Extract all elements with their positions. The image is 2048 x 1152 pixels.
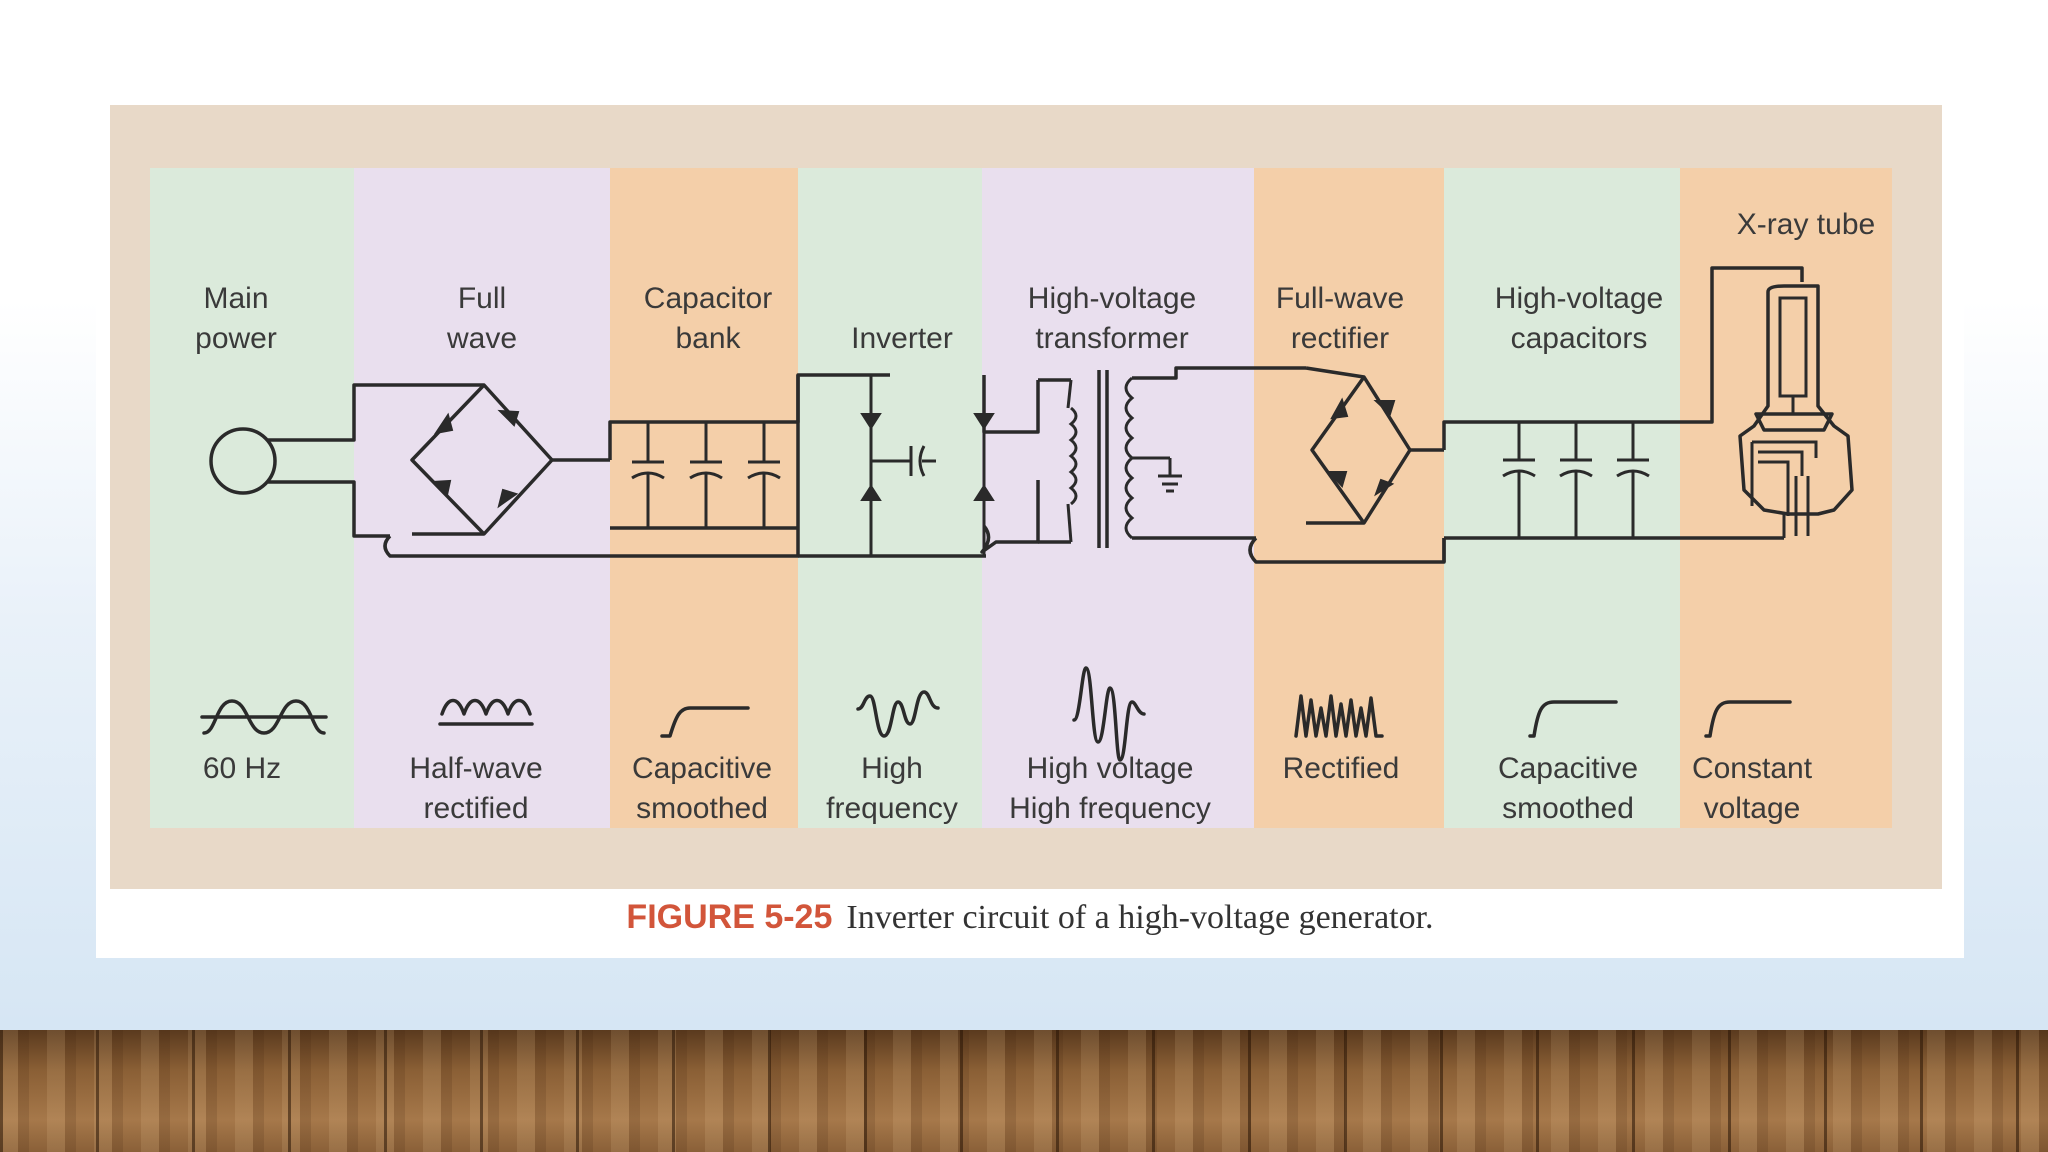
smoothed-step-icon (660, 706, 750, 738)
full-wave-bridge (383, 383, 610, 558)
stage-band-capacitor-bank (610, 168, 798, 828)
diode-icon (860, 413, 882, 430)
high-voltage-wave-icon (1072, 666, 1146, 762)
signal-label-main-power: 60 Hz (203, 752, 281, 785)
diode-icon (497, 488, 519, 509)
rectified-pulses-icon (1294, 694, 1384, 738)
stage-band-hv-transformer (982, 168, 1254, 828)
diode-icon (1373, 400, 1396, 416)
figure-caption-text: Inverter circuit of a high-voltage gener… (846, 899, 1434, 936)
wood-floor-background (0, 1030, 2048, 1152)
stage-band-inverter (798, 168, 982, 828)
smoothed-step-icon (1528, 700, 1618, 738)
transformer-symbol (1038, 366, 1306, 548)
diode-icon (497, 409, 520, 427)
diode-icon (430, 479, 452, 497)
stage-band-full-wave (354, 168, 610, 828)
ac-source-symbol (209, 383, 390, 538)
stage-title-xray-tube: X-ray tube (1737, 208, 1875, 241)
xray-tube-symbol (1738, 284, 1854, 538)
diode-icon (860, 484, 882, 501)
high-frequency-wave-icon (856, 690, 940, 738)
diode-icon (1374, 478, 1395, 497)
inverter-symbol (796, 375, 1040, 558)
stage-band-rectifier (1254, 168, 1444, 828)
rectifier-bridge (1248, 366, 1446, 564)
diode-icon (1326, 471, 1348, 488)
hv-capacitors-symbol (1442, 266, 1804, 562)
constant-step-icon (1704, 700, 1792, 738)
figure-number: FIGURE 5-25 (626, 898, 833, 936)
stage-title-inverter: Inverter (851, 322, 953, 355)
figure-caption: FIGURE 5-25 Inverter circuit of a high-vo… (96, 898, 1964, 937)
diode-icon (973, 484, 995, 501)
stage-band-main-power (150, 168, 354, 828)
stage-band-hv-capacitors (1444, 168, 1680, 828)
signal-label-rectifier: Rectified (1283, 752, 1400, 785)
diode-icon (1330, 397, 1349, 420)
sine-wave-icon (200, 699, 328, 735)
diode-icon (433, 412, 454, 435)
rectified-wave-icon (438, 698, 534, 726)
